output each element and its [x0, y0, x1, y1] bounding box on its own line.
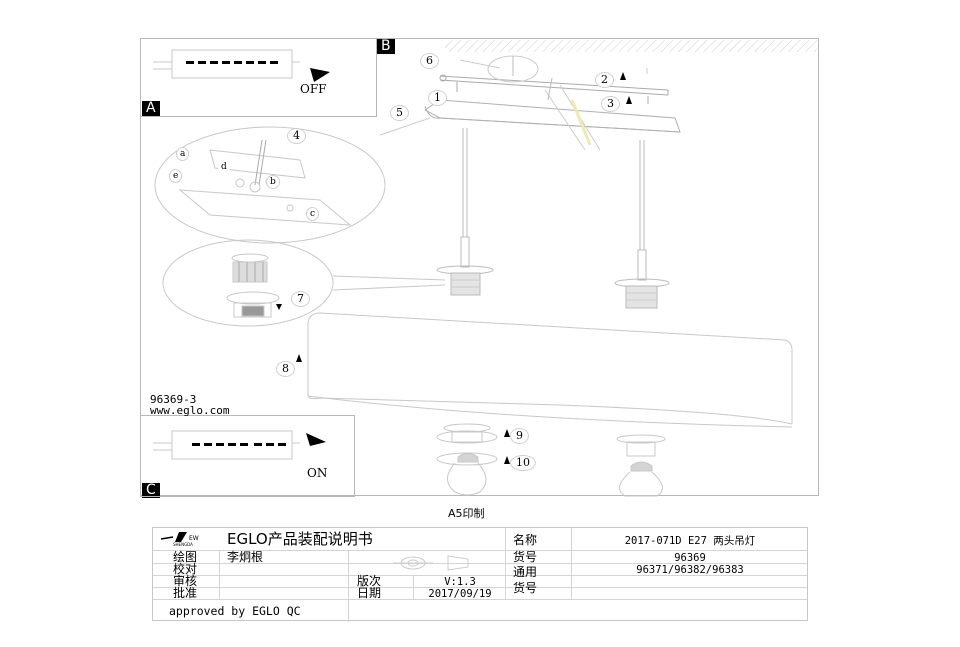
svg-text:EW: EW — [189, 535, 199, 542]
approval-note: approved by EGLO QC — [169, 604, 301, 618]
label-version: 版次 — [357, 574, 382, 588]
label-drawn-by: 绘图 — [173, 550, 198, 564]
drawing-frame — [140, 38, 819, 496]
shengda-logo: EW SHENGDA — [159, 530, 215, 548]
step-1: 1 — [428, 90, 447, 106]
bulb-left — [436, 423, 498, 496]
breaker-panel-on — [153, 430, 300, 460]
breaker-switches-on — [192, 443, 286, 446]
step-8: 8 — [276, 361, 295, 377]
label-name: 名称 — [513, 533, 538, 547]
label-date: 日期 — [357, 586, 382, 600]
on-label: ON — [307, 466, 328, 480]
step-7: 7 — [291, 291, 310, 307]
detail-circle-4 — [154, 126, 386, 244]
detail-letter-e: e — [169, 169, 183, 183]
detail-letter-a: a — [176, 147, 190, 161]
breaker-panel-off — [153, 49, 300, 79]
value-item-no: 96369 — [674, 552, 706, 564]
value-version: V:1.3 — [444, 576, 476, 588]
label-approved-by: 批准 — [173, 586, 198, 600]
detail-letter-b: b — [266, 175, 280, 189]
model-code: 96369-3 — [150, 393, 197, 406]
mounting-bracket — [439, 55, 669, 104]
projection-symbol-icon — [393, 555, 469, 571]
panel-c-frame — [140, 415, 355, 497]
detail-circle-7 — [162, 239, 446, 327]
ceiling-hatch — [445, 40, 817, 52]
label-reviewed-by: 审核 — [173, 574, 198, 588]
label-item-no: 货号 — [513, 550, 538, 564]
label-checked-by: 校对 — [173, 562, 198, 576]
callout-leader-4 — [379, 117, 431, 136]
step-4: 4 — [287, 128, 306, 144]
step-arrows — [276, 72, 632, 464]
pendant-rod-left — [436, 128, 494, 296]
website: www.eglo.com — [150, 404, 230, 417]
value-date: 2017/09/19 — [428, 588, 492, 600]
breaker-switches-off — [186, 61, 278, 64]
on-arrow-icon — [306, 433, 326, 446]
value-common-item: 96371/96382/96383 — [636, 564, 744, 576]
detail-letter-c: c — [306, 207, 320, 221]
step-6: 6 — [420, 53, 439, 69]
step-9: 9 — [510, 428, 529, 444]
step-2: 2 — [595, 72, 614, 88]
document-title: EGLO产品装配说明书 — [227, 530, 373, 548]
step-10: 10 — [510, 455, 536, 471]
svg-text:SHENGDA: SHENGDA — [173, 542, 193, 547]
step-5: 5 — [390, 105, 409, 121]
drum-shade — [307, 312, 793, 428]
label-common-item-2: 货号 — [513, 581, 538, 595]
panel-a-frame — [140, 38, 377, 117]
bulb-right — [616, 434, 666, 497]
off-label: OFF — [300, 82, 327, 96]
panel-tag-b: B — [377, 39, 395, 54]
detail-letter-d: d — [218, 161, 230, 173]
title-block: EW SHENGDA EGLO产品装配说明书 绘图 李炯根 校对 审核 批准 版… — [152, 527, 808, 622]
value-name: 2017-071D E27 两头吊灯 — [624, 535, 756, 547]
off-arrow-icon — [310, 68, 330, 82]
print-size-label: A5印制 — [448, 507, 485, 520]
step-3: 3 — [601, 96, 620, 112]
label-common-item-1: 通用 — [513, 565, 538, 579]
panel-tag-c: C — [142, 483, 160, 498]
panel-tag-a: A — [142, 101, 160, 116]
pendant-rod-right — [614, 140, 670, 309]
value-drawn-by: 李炯根 — [227, 550, 264, 564]
